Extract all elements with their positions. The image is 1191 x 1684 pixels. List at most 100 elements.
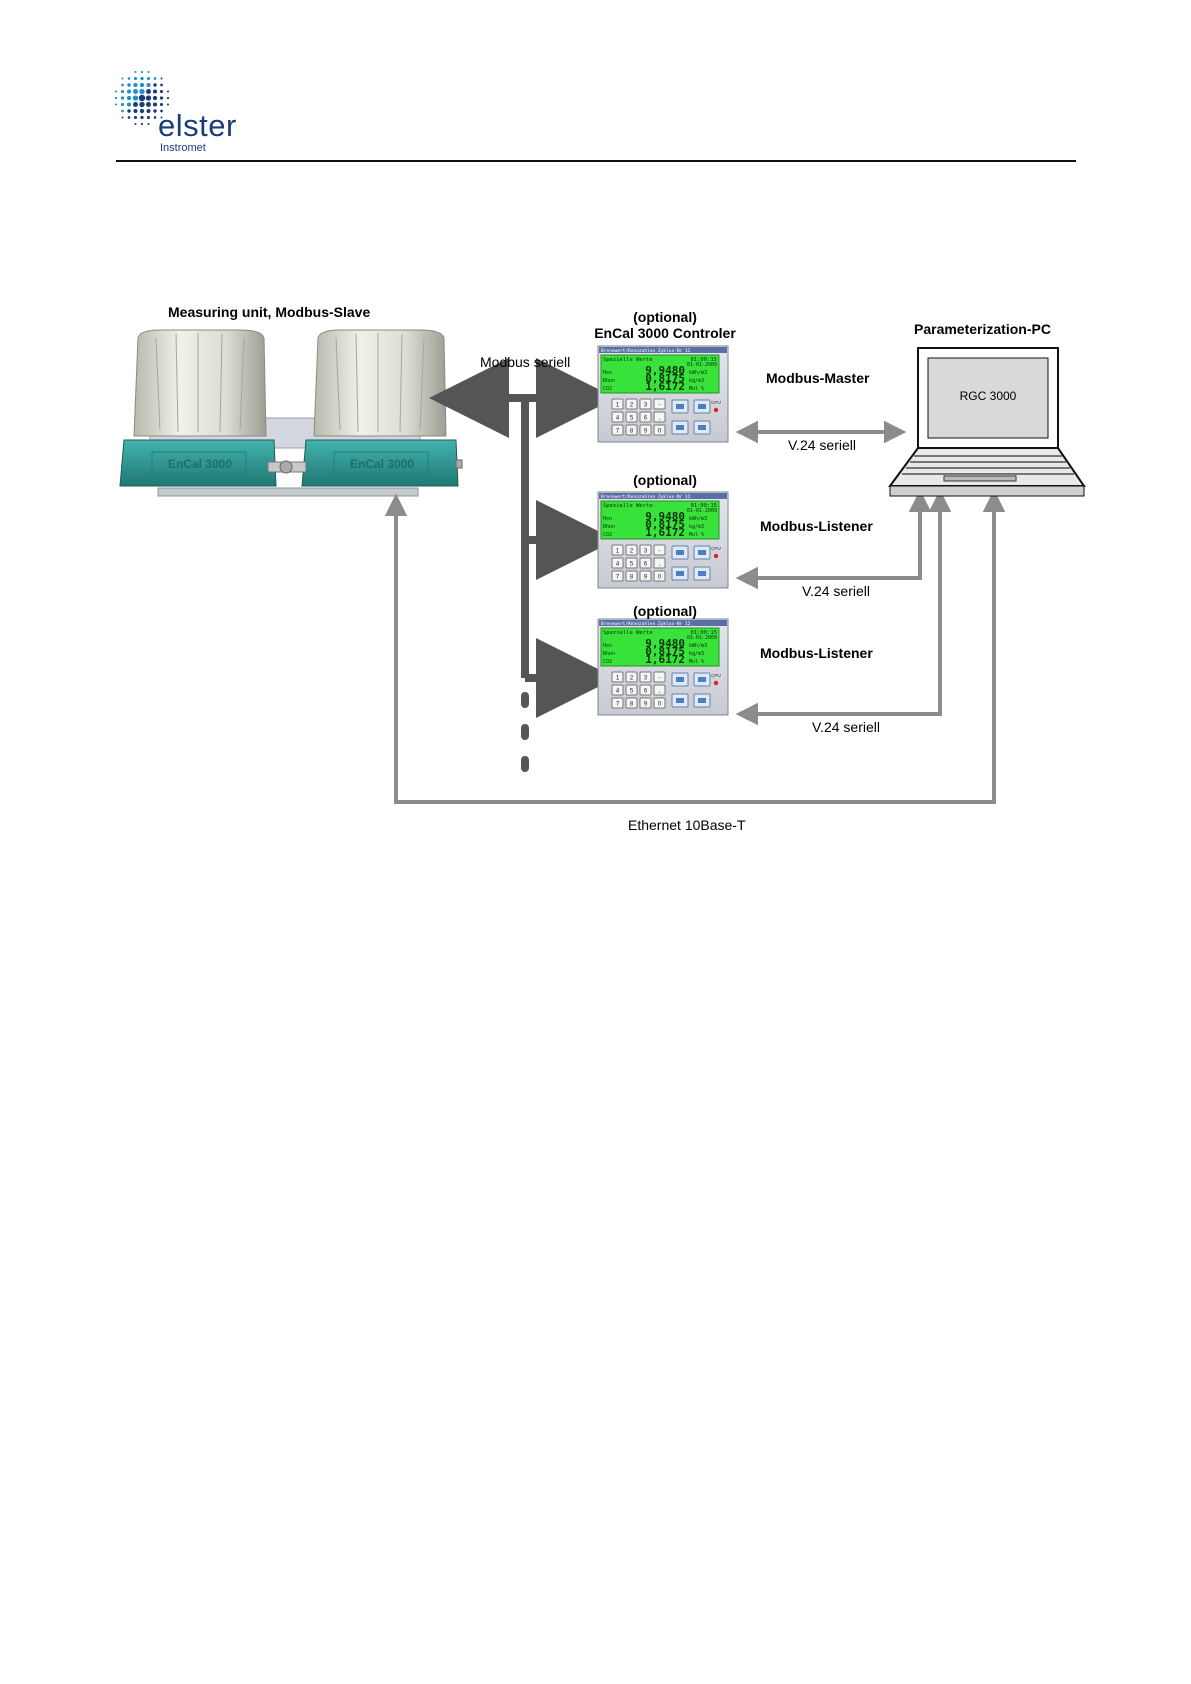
controller-1-name: EnCal 3000 Controler (594, 325, 736, 341)
keypad-key (653, 424, 666, 436)
logo-dot (152, 102, 158, 107)
logo-dot (114, 90, 118, 93)
controller-2-role: Modbus-Listener (760, 518, 873, 534)
keypad-key (625, 411, 638, 423)
controller-panel-1: Brennwert/Kennzahlen Zyklus-Nr 12Speziel… (597, 345, 729, 443)
lcd-line-value: 0,8175 (645, 372, 685, 385)
lcd-line-value: 0,8175 (645, 518, 685, 531)
keypad-key-label: 1 (616, 676, 620, 682)
logo-dot (153, 77, 157, 80)
keypad-key (611, 424, 624, 436)
lcd-row-title: Spezielle Werte (603, 503, 653, 509)
brand-logo (112, 68, 172, 128)
logo-dot (159, 89, 164, 94)
function-key-icon (676, 698, 684, 703)
lcd-line-name: Hsn (603, 516, 612, 522)
controller-titlebar (599, 620, 727, 626)
logo-dot (159, 102, 164, 107)
keypad-key-label: 9 (644, 575, 648, 581)
keypad-key-label: 6 (644, 416, 648, 422)
function-key-icon (676, 677, 684, 682)
logo-dot (126, 102, 132, 107)
controller-lcd (600, 354, 720, 394)
lcd-line-value: 1,6172 (645, 526, 685, 539)
logo-dot (140, 122, 144, 126)
keypad-key (653, 671, 666, 683)
status-led (713, 680, 719, 686)
logo-dot (132, 95, 139, 101)
keypad-key-label: 4 (616, 689, 620, 695)
logo-dot (121, 116, 124, 119)
lcd-line-value: 1,6172 (645, 653, 685, 666)
keypad-key-label: 1 (616, 549, 620, 555)
lcd-line-value: 9,9480 (645, 364, 685, 377)
keypad-key (639, 398, 652, 410)
lcd-line-name: CO2 (603, 659, 612, 665)
logo-dot (146, 108, 151, 114)
keypad-key-label: 4 (616, 562, 620, 568)
keypad-key-label: 4 (616, 416, 620, 422)
keypad-key-label: 0 (658, 575, 662, 581)
keypad-key (625, 697, 638, 709)
lcd-line-unit: kg/m3 (689, 651, 704, 657)
lcd-line-unit: Mol % (689, 386, 704, 392)
left-dome (133, 329, 267, 437)
logo-dot (160, 116, 163, 119)
logo-dot (160, 109, 163, 113)
lcd-time: 01:00:15 (691, 357, 718, 363)
keypad-key (653, 684, 666, 696)
keypad-key (625, 398, 638, 410)
logo-dot (120, 102, 125, 107)
logo-dot (121, 109, 124, 113)
measuring-unit (119, 329, 463, 497)
logo-dot (126, 95, 132, 101)
keypad-key-label: 0 (658, 429, 662, 435)
keypad-key (625, 544, 638, 556)
header-divider (116, 160, 1076, 162)
parameterization-pc (888, 347, 1086, 497)
logo-dot (114, 103, 118, 106)
continuation-dots (521, 692, 529, 772)
controller-titlebar-text: Brennwert/Kennzahlen Zyklus-Nr 12 (601, 621, 691, 627)
keypad-key-label: 2 (630, 549, 634, 555)
keypad-key-label: 6 (644, 689, 648, 695)
logo-dot (134, 70, 137, 74)
function-key-icon (698, 677, 706, 682)
logo-dot (133, 115, 138, 120)
lcd-line-unit: kWh/m3 (689, 516, 707, 522)
status-label: CPU (711, 546, 721, 551)
lcd-line-unit: kWh/m3 (689, 370, 707, 376)
lcd-line-name: CO2 (603, 386, 612, 392)
keypad-key (653, 411, 666, 423)
logo-dot (153, 116, 157, 119)
keypad-key (639, 557, 652, 569)
pc-screen-text: RGC 3000 (959, 389, 1017, 403)
keypad-key (611, 544, 624, 556)
measuring-unit-label: Measuring unit, Modbus-Slave (168, 304, 371, 320)
lcd-date: 01-01-2009 (687, 508, 717, 514)
function-key-icon (676, 404, 684, 409)
keypad-key (625, 570, 638, 582)
logo-dot (133, 108, 138, 114)
logo-dot (153, 109, 157, 113)
function-key-icon (698, 425, 706, 430)
function-key-icon (698, 571, 706, 576)
keypad-key-label: 7 (616, 575, 620, 581)
keypad-key (639, 671, 652, 683)
keypad-key-label: 3 (644, 676, 648, 682)
logo-dot (140, 76, 144, 81)
controller-1-optional: (optional) (633, 309, 697, 325)
keypad-key-label: 5 (630, 689, 634, 695)
logo-dot (127, 116, 131, 119)
keypad-key-label: 7 (616, 429, 620, 435)
logo-dot (133, 82, 138, 88)
keypad-key-label: , (659, 562, 661, 568)
lcd-line-value: 9,9480 (645, 637, 685, 650)
logo-dot (146, 82, 151, 88)
logo-dot (160, 83, 163, 87)
controller-1-role: Modbus-Master (766, 370, 870, 386)
modbus-bus (429, 358, 616, 718)
ethernet-label: Ethernet 10Base-T (628, 817, 746, 833)
keypad-key (611, 398, 624, 410)
function-key-icon (698, 550, 706, 555)
